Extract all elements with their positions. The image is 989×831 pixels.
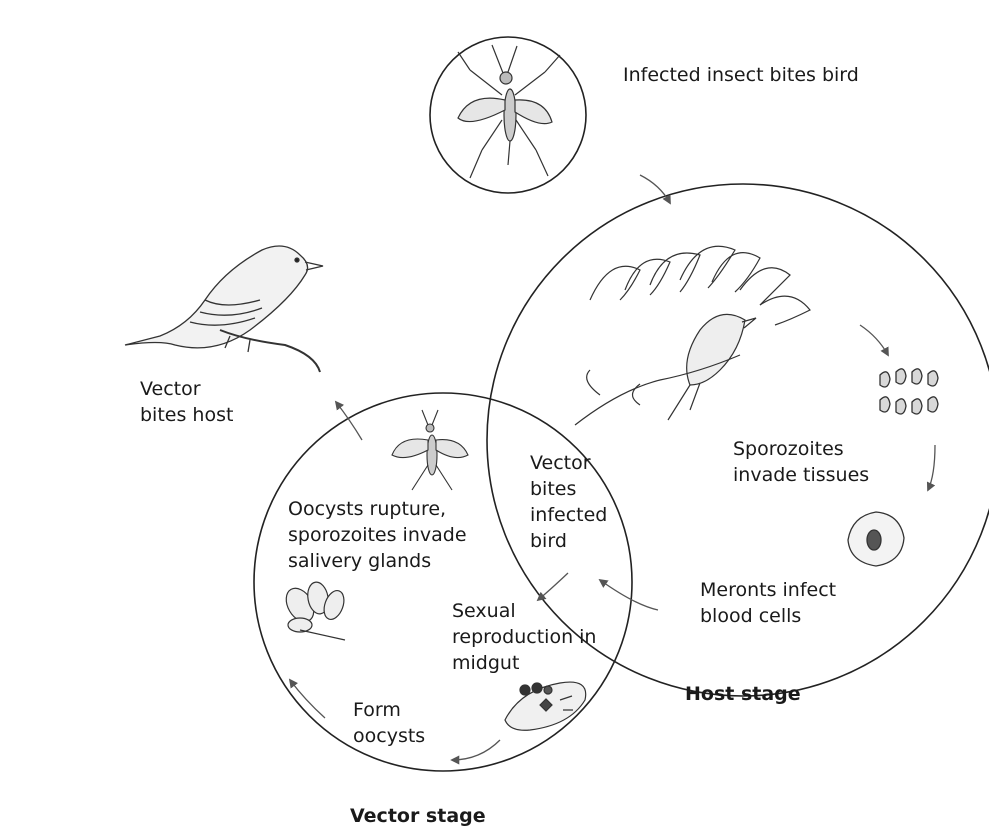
meront-cell-icon [848, 512, 904, 566]
label-infected-insect-bites-bird: Infected insect bites bird [623, 62, 859, 88]
label-form-oocysts: Form oocysts [353, 697, 425, 749]
midgut-icon [505, 682, 586, 730]
label-sporozoites-invade-tissues: Sporozoites invade tissues [733, 436, 869, 488]
sporozoites-icon [880, 369, 938, 414]
arrow-midgut-to-oocysts [452, 740, 500, 760]
vector-mosquito-icon [392, 410, 468, 490]
arrow-sporozoites-to-meront [928, 445, 935, 490]
arrow-meronts-to-vector [600, 580, 658, 610]
label-vector-bites-infected-bird: Vector bites infected bird [530, 450, 607, 554]
mosquito-icon [458, 45, 560, 178]
label-meronts-infect-blood-cells: Meronts infect blood cells [700, 577, 836, 629]
label-vector-bites-host: Vector bites host [140, 376, 233, 428]
label-vector-stage: Vector stage [350, 803, 486, 829]
bird-icon [125, 246, 323, 372]
label-sexual-reproduction: Sexual reproduction in midgut [452, 598, 596, 676]
salivary-gland-icon [281, 581, 348, 640]
label-oocysts-rupture: Oocysts rupture, sporozoites invade sali… [288, 496, 467, 574]
arrow-to-sporozoites [860, 325, 888, 355]
arrow-vector-to-host-bird [336, 402, 362, 440]
arrow-bites-to-sexual [538, 573, 568, 600]
label-host-stage: Host stage [685, 681, 801, 707]
bird-on-branch-icon [575, 246, 810, 425]
